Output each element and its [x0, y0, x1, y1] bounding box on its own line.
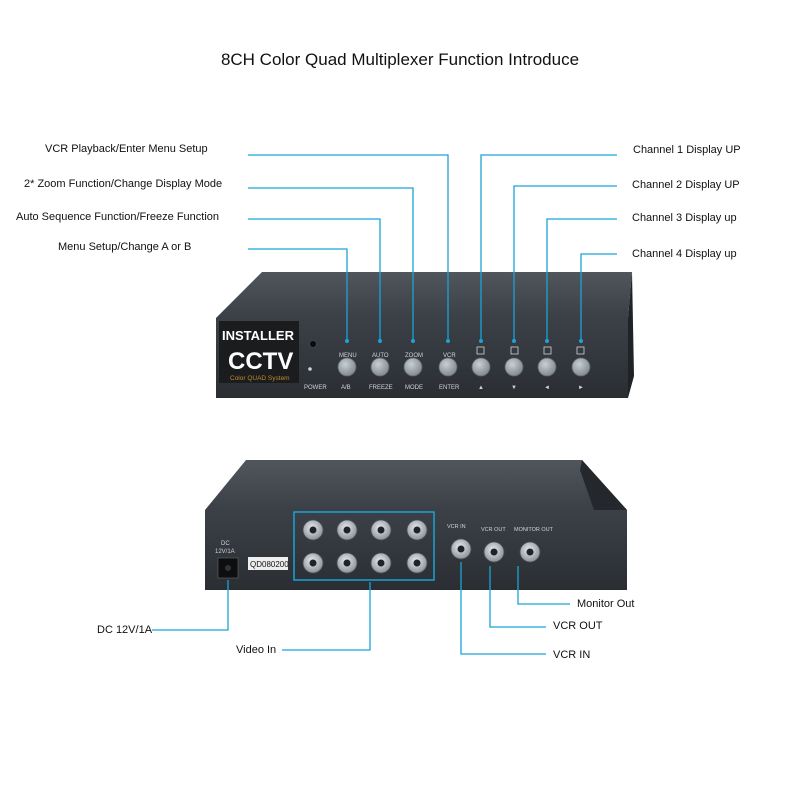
- callout-line-video-in: [282, 582, 371, 651]
- callout-line-vcr-in: [460, 562, 546, 655]
- button-label-menu: MENU: [339, 353, 357, 359]
- video-in-8-pin: [413, 559, 421, 567]
- button-sublabel-down: ▼: [511, 385, 517, 391]
- button-sublabel-enter: ENTER: [439, 385, 460, 391]
- callout-video-in: Video In: [236, 644, 277, 656]
- video-in-4-pin: [413, 526, 421, 534]
- page-title: 8CH Color Quad Multiplexer Function Intr…: [220, 50, 580, 69]
- logo-cctv: CCTV: [228, 348, 293, 375]
- callout-line-vcr: [248, 154, 449, 340]
- callout-vcr-playback: VCR Playback/Enter Menu Setup: [45, 143, 208, 155]
- serial-number: QD080200: [250, 560, 289, 569]
- callout-vcr-out: VCR OUT: [553, 620, 603, 632]
- power-label: POWER: [304, 385, 327, 391]
- dc-rating-label: 12V/1A: [215, 549, 235, 555]
- led-menu: [345, 339, 349, 343]
- vcr-out-pin: [490, 548, 498, 556]
- menu-button[interactable]: [337, 357, 357, 377]
- callout-channel-4: Channel 4 Display up: [632, 248, 737, 260]
- button-sublabel-freeze: FREEZE: [369, 385, 393, 391]
- dc-label: DC: [221, 541, 230, 547]
- video-in-1-pin: [309, 526, 317, 534]
- led-vcr: [446, 339, 450, 343]
- video-in-7-pin: [377, 559, 385, 567]
- led-ch2: [512, 339, 516, 343]
- auto-button[interactable]: [370, 357, 390, 377]
- callout-line-ch3: [546, 218, 617, 340]
- channel-1-button[interactable]: [471, 357, 491, 377]
- callout-dc: DC 12V/1A: [97, 624, 153, 636]
- callout-line-vcr-out: [489, 566, 546, 628]
- callout-channel-3: Channel 3 Display up: [632, 212, 737, 224]
- button-label-auto: AUTO: [372, 353, 389, 359]
- vcr-in-pin: [457, 545, 465, 553]
- led-ch4: [579, 339, 583, 343]
- button-sublabel-right: ►: [578, 385, 584, 391]
- callout-line-auto: [248, 218, 381, 340]
- monitor-out-pin: [526, 548, 534, 556]
- channel-4-icon: [576, 346, 585, 355]
- button-label-zoom: ZOOM: [405, 353, 423, 359]
- channel-2-icon: [510, 346, 519, 355]
- channel-1-icon: [476, 346, 485, 355]
- back-device: DC 12V/1A QD080200: [205, 460, 627, 590]
- button-sublabel-up: ▲: [478, 385, 484, 391]
- callout-vcr-in: VCR IN: [553, 649, 591, 661]
- video-in-5-pin: [309, 559, 317, 567]
- button-sublabel-left: ◄: [544, 385, 550, 391]
- led-auto: [378, 339, 382, 343]
- channel-3-icon: [543, 346, 552, 355]
- button-label-vcr: VCR: [443, 353, 456, 359]
- vcr-in-label: VCR IN: [447, 524, 466, 530]
- front-device-side: [628, 272, 634, 398]
- led-ch1: [479, 339, 483, 343]
- zoom-button[interactable]: [403, 357, 423, 377]
- video-in-3-pin: [377, 526, 385, 534]
- led-ch3: [545, 339, 549, 343]
- callout-line-ch4: [580, 253, 617, 340]
- callout-zoom-function: 2* Zoom Function/Change Display Mode: [24, 178, 223, 190]
- dc-jack-pin: [225, 565, 231, 571]
- channel-2-button[interactable]: [504, 357, 524, 377]
- front-device-top: [216, 272, 632, 318]
- front-device: INSTALLER CCTV Color QUAD System POWER M…: [216, 272, 634, 398]
- monitor-out-label: MONITOR OUT: [514, 527, 554, 533]
- callout-line-menu: [248, 248, 348, 340]
- button-sublabel-ab: A/B: [341, 385, 351, 391]
- serial-sticker: [248, 557, 288, 570]
- vcr-out-label: VCR OUT: [481, 527, 506, 533]
- video-in-6-pin: [343, 559, 351, 567]
- logo-subtitle: Color QUAD System: [230, 375, 290, 382]
- callout-monitor-out: Monitor Out: [577, 598, 635, 610]
- vcr-button[interactable]: [438, 357, 458, 377]
- callout-menu-setup: Menu Setup/Change A or B: [58, 241, 192, 253]
- button-sublabel-mode: MODE: [405, 385, 423, 391]
- callout-line-ch2: [513, 185, 617, 340]
- callout-channel-2: Channel 2 Display UP: [632, 179, 740, 191]
- callout-line-ch1: [480, 154, 617, 340]
- led-zoom: [411, 339, 415, 343]
- callout-line-zoom: [248, 187, 414, 340]
- callout-auto-sequence: Auto Sequence Function/Freeze Function: [16, 211, 220, 223]
- callout-line-dc: [152, 580, 229, 631]
- channel-4-button[interactable]: [571, 357, 591, 377]
- logo-panel: [219, 321, 299, 383]
- power-led: [309, 340, 317, 348]
- video-in-highlight: [293, 511, 435, 581]
- back-device-top: [205, 460, 627, 510]
- callout-channel-1: Channel 1 Display UP: [633, 144, 741, 156]
- callout-line-monitor-out: [517, 566, 570, 605]
- power-dot: [308, 367, 312, 371]
- logo-installer: INSTALLER: [222, 328, 295, 343]
- channel-3-button[interactable]: [537, 357, 557, 377]
- video-in-2-pin: [343, 526, 351, 534]
